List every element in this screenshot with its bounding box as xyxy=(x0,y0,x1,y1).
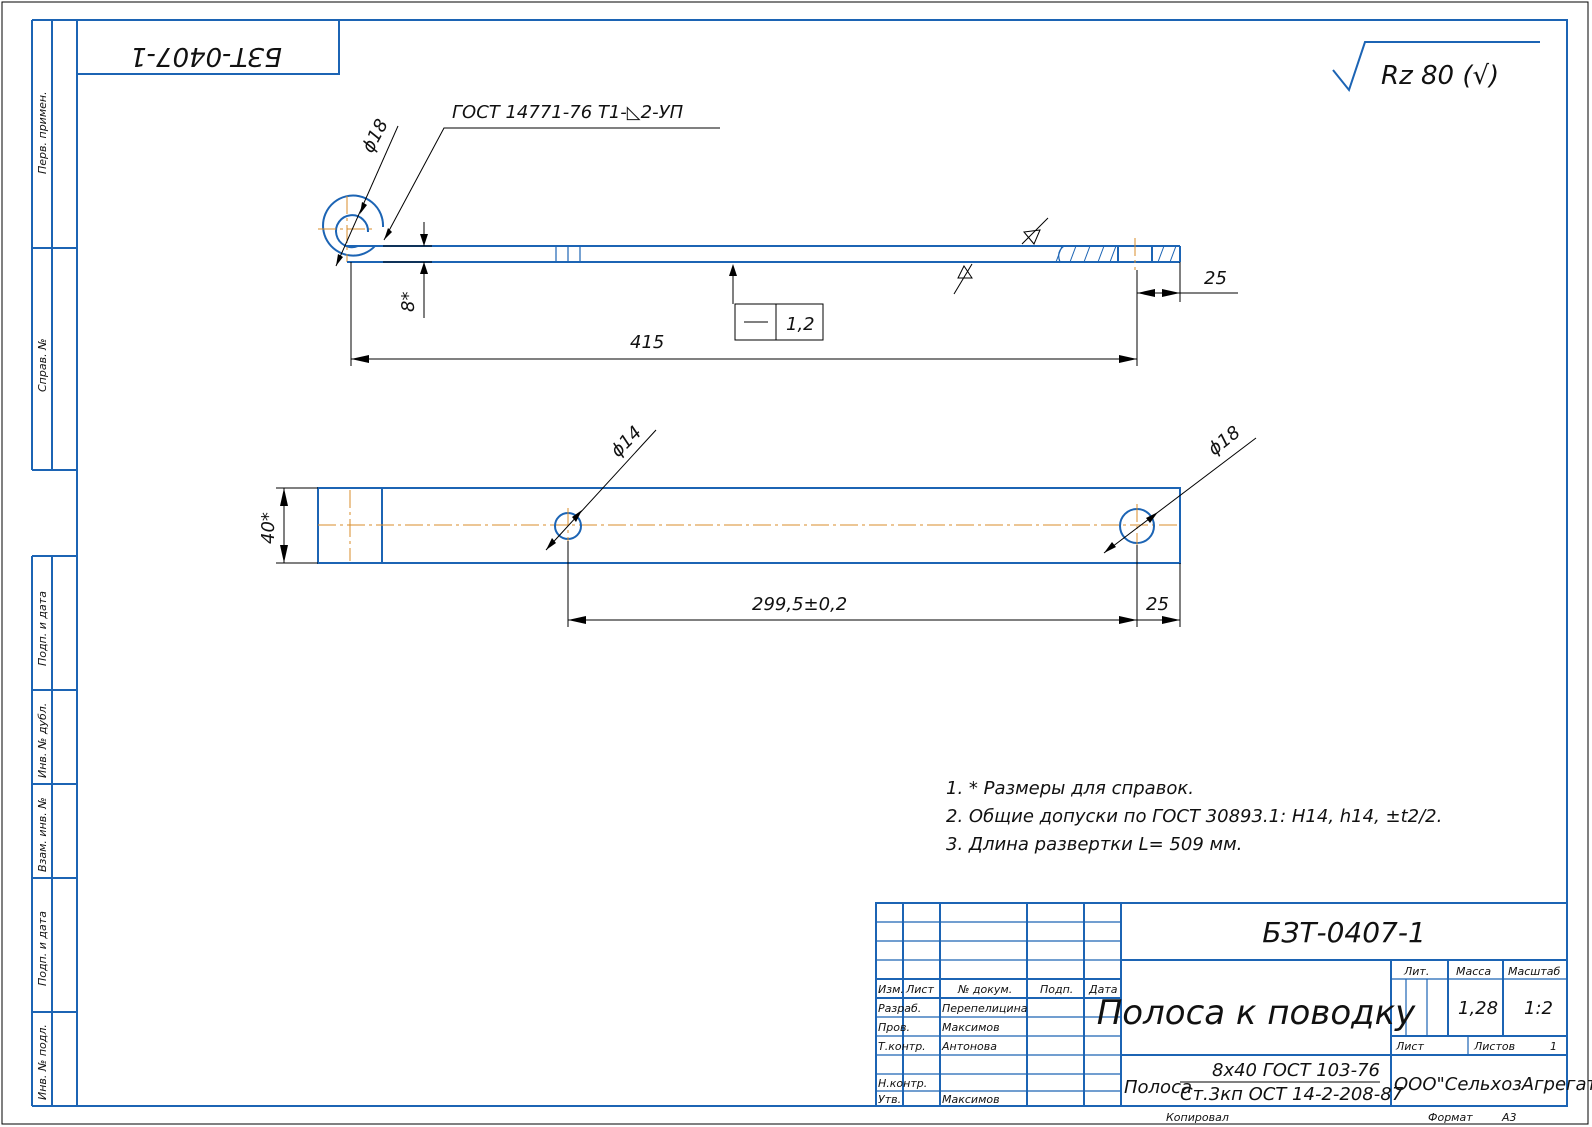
footer-copied: Копировал xyxy=(1166,1111,1229,1124)
dim-thickness xyxy=(383,222,432,318)
dim-phi18-bottom xyxy=(1103,437,1257,554)
roughness-sign xyxy=(1332,41,1540,93)
col-izm: Изм. xyxy=(878,983,904,996)
dim-phi14 xyxy=(545,429,657,551)
organization: ООО"СельхозАгрегат" xyxy=(1394,1074,1592,1095)
nkontr-label: Н.контр. xyxy=(878,1077,927,1090)
prov-name: Максимов xyxy=(942,1021,1000,1034)
masshtab-label: Масштаб xyxy=(1508,965,1560,978)
side-label-podp1: Подп. и дата xyxy=(36,591,49,666)
dim-phi18-top xyxy=(335,125,399,267)
tkontr-name: Антонова xyxy=(941,1040,997,1053)
footer-format-label: Формат xyxy=(1428,1111,1473,1124)
side-label-inv-podl: Инв. № подл. xyxy=(36,1024,49,1100)
rotated-doc-code: БЗТ-0407-1 xyxy=(130,41,282,71)
razrab-name: Перепелицина xyxy=(942,1002,1028,1015)
roughness-label: Rz 80 (√) xyxy=(1381,61,1499,91)
side-label-vzam: Взам. инв. № xyxy=(36,797,49,872)
massa-value: 1,28 xyxy=(1458,998,1498,1019)
dim-hole-dist-label: 299,5±0,2 xyxy=(752,594,847,615)
massa-label: Масса xyxy=(1456,965,1491,978)
lit-label: Лит. xyxy=(1403,965,1429,978)
side-view xyxy=(318,194,1181,270)
col-data: Дата xyxy=(1088,983,1118,996)
col-dok: № докум. xyxy=(957,983,1012,996)
dim-phi18-bottom-label: ϕ18 xyxy=(1204,422,1244,460)
flatness-frame xyxy=(729,264,824,341)
title-doc-code: БЗТ-0407-1 xyxy=(1262,916,1426,949)
tkontr-label: Т.контр. xyxy=(878,1040,926,1053)
dim-end25-bottom-label: 25 xyxy=(1146,594,1169,615)
utv-name: Максимов xyxy=(942,1093,1000,1106)
listov-value: 1 xyxy=(1550,1040,1557,1053)
note-2: 2. Общие допуски по ГОСТ 30893.1: H14, h… xyxy=(946,806,1442,827)
listov-label: Листов xyxy=(1473,1040,1515,1053)
side-label-inv-dubl: Инв. № дубл. xyxy=(36,703,49,778)
dim-width xyxy=(276,487,318,564)
drawing-frame xyxy=(76,19,1568,1107)
weld-symbol-label: ГОСТ 14771-76 Т1-◺2-УП xyxy=(452,102,684,123)
plan-view xyxy=(317,487,1181,564)
note-1: 1. * Размеры для справок. xyxy=(946,778,1194,799)
material-bottom: Ст.3кп ОСТ 14-2-208-87 xyxy=(1180,1084,1404,1105)
masshtab-value: 1:2 xyxy=(1524,998,1553,1019)
weld-mark-bottom xyxy=(953,263,973,295)
left-side-strip xyxy=(31,19,77,1107)
dim-end25-top-label: 25 xyxy=(1204,268,1227,289)
title-part-name: Полоса к поводку xyxy=(1097,993,1416,1033)
prov-label: Пров. xyxy=(878,1021,910,1034)
dim-thickness-label: 8* xyxy=(398,292,419,312)
dim-end25-top xyxy=(1137,262,1238,302)
dim-hole-dist xyxy=(567,541,1181,627)
note-3: 3. Длина развертки L= 509 мм. xyxy=(946,834,1242,855)
side-label-podp2: Подп. и дата xyxy=(36,911,49,986)
dim-length-label: 415 xyxy=(630,332,664,353)
weld-leader xyxy=(383,127,720,241)
dim-width-label: 40* xyxy=(258,512,279,544)
utv-label: Утв. xyxy=(878,1093,901,1106)
list-label: Лист xyxy=(1395,1040,1424,1053)
footer-format: А3 xyxy=(1501,1111,1517,1124)
dim-phi14-label: ϕ14 xyxy=(607,422,646,461)
rotated-code-box xyxy=(76,19,340,75)
side-label-perv: Перв. примен. xyxy=(36,91,49,174)
col-podp: Подп. xyxy=(1040,983,1073,996)
side-label-sprav: Справ. № xyxy=(36,338,49,392)
weld-mark-top xyxy=(1021,217,1049,245)
title-block-grid xyxy=(875,902,1568,1107)
col-list: Лист xyxy=(905,983,934,996)
dim-length xyxy=(350,262,1138,366)
flatness-value: 1,2 xyxy=(786,314,815,335)
razrab-label: Разраб. xyxy=(878,1002,921,1015)
material-prefix: Полоса xyxy=(1124,1077,1192,1098)
material-top: 8х40 ГОСТ 103-76 xyxy=(1212,1060,1380,1081)
